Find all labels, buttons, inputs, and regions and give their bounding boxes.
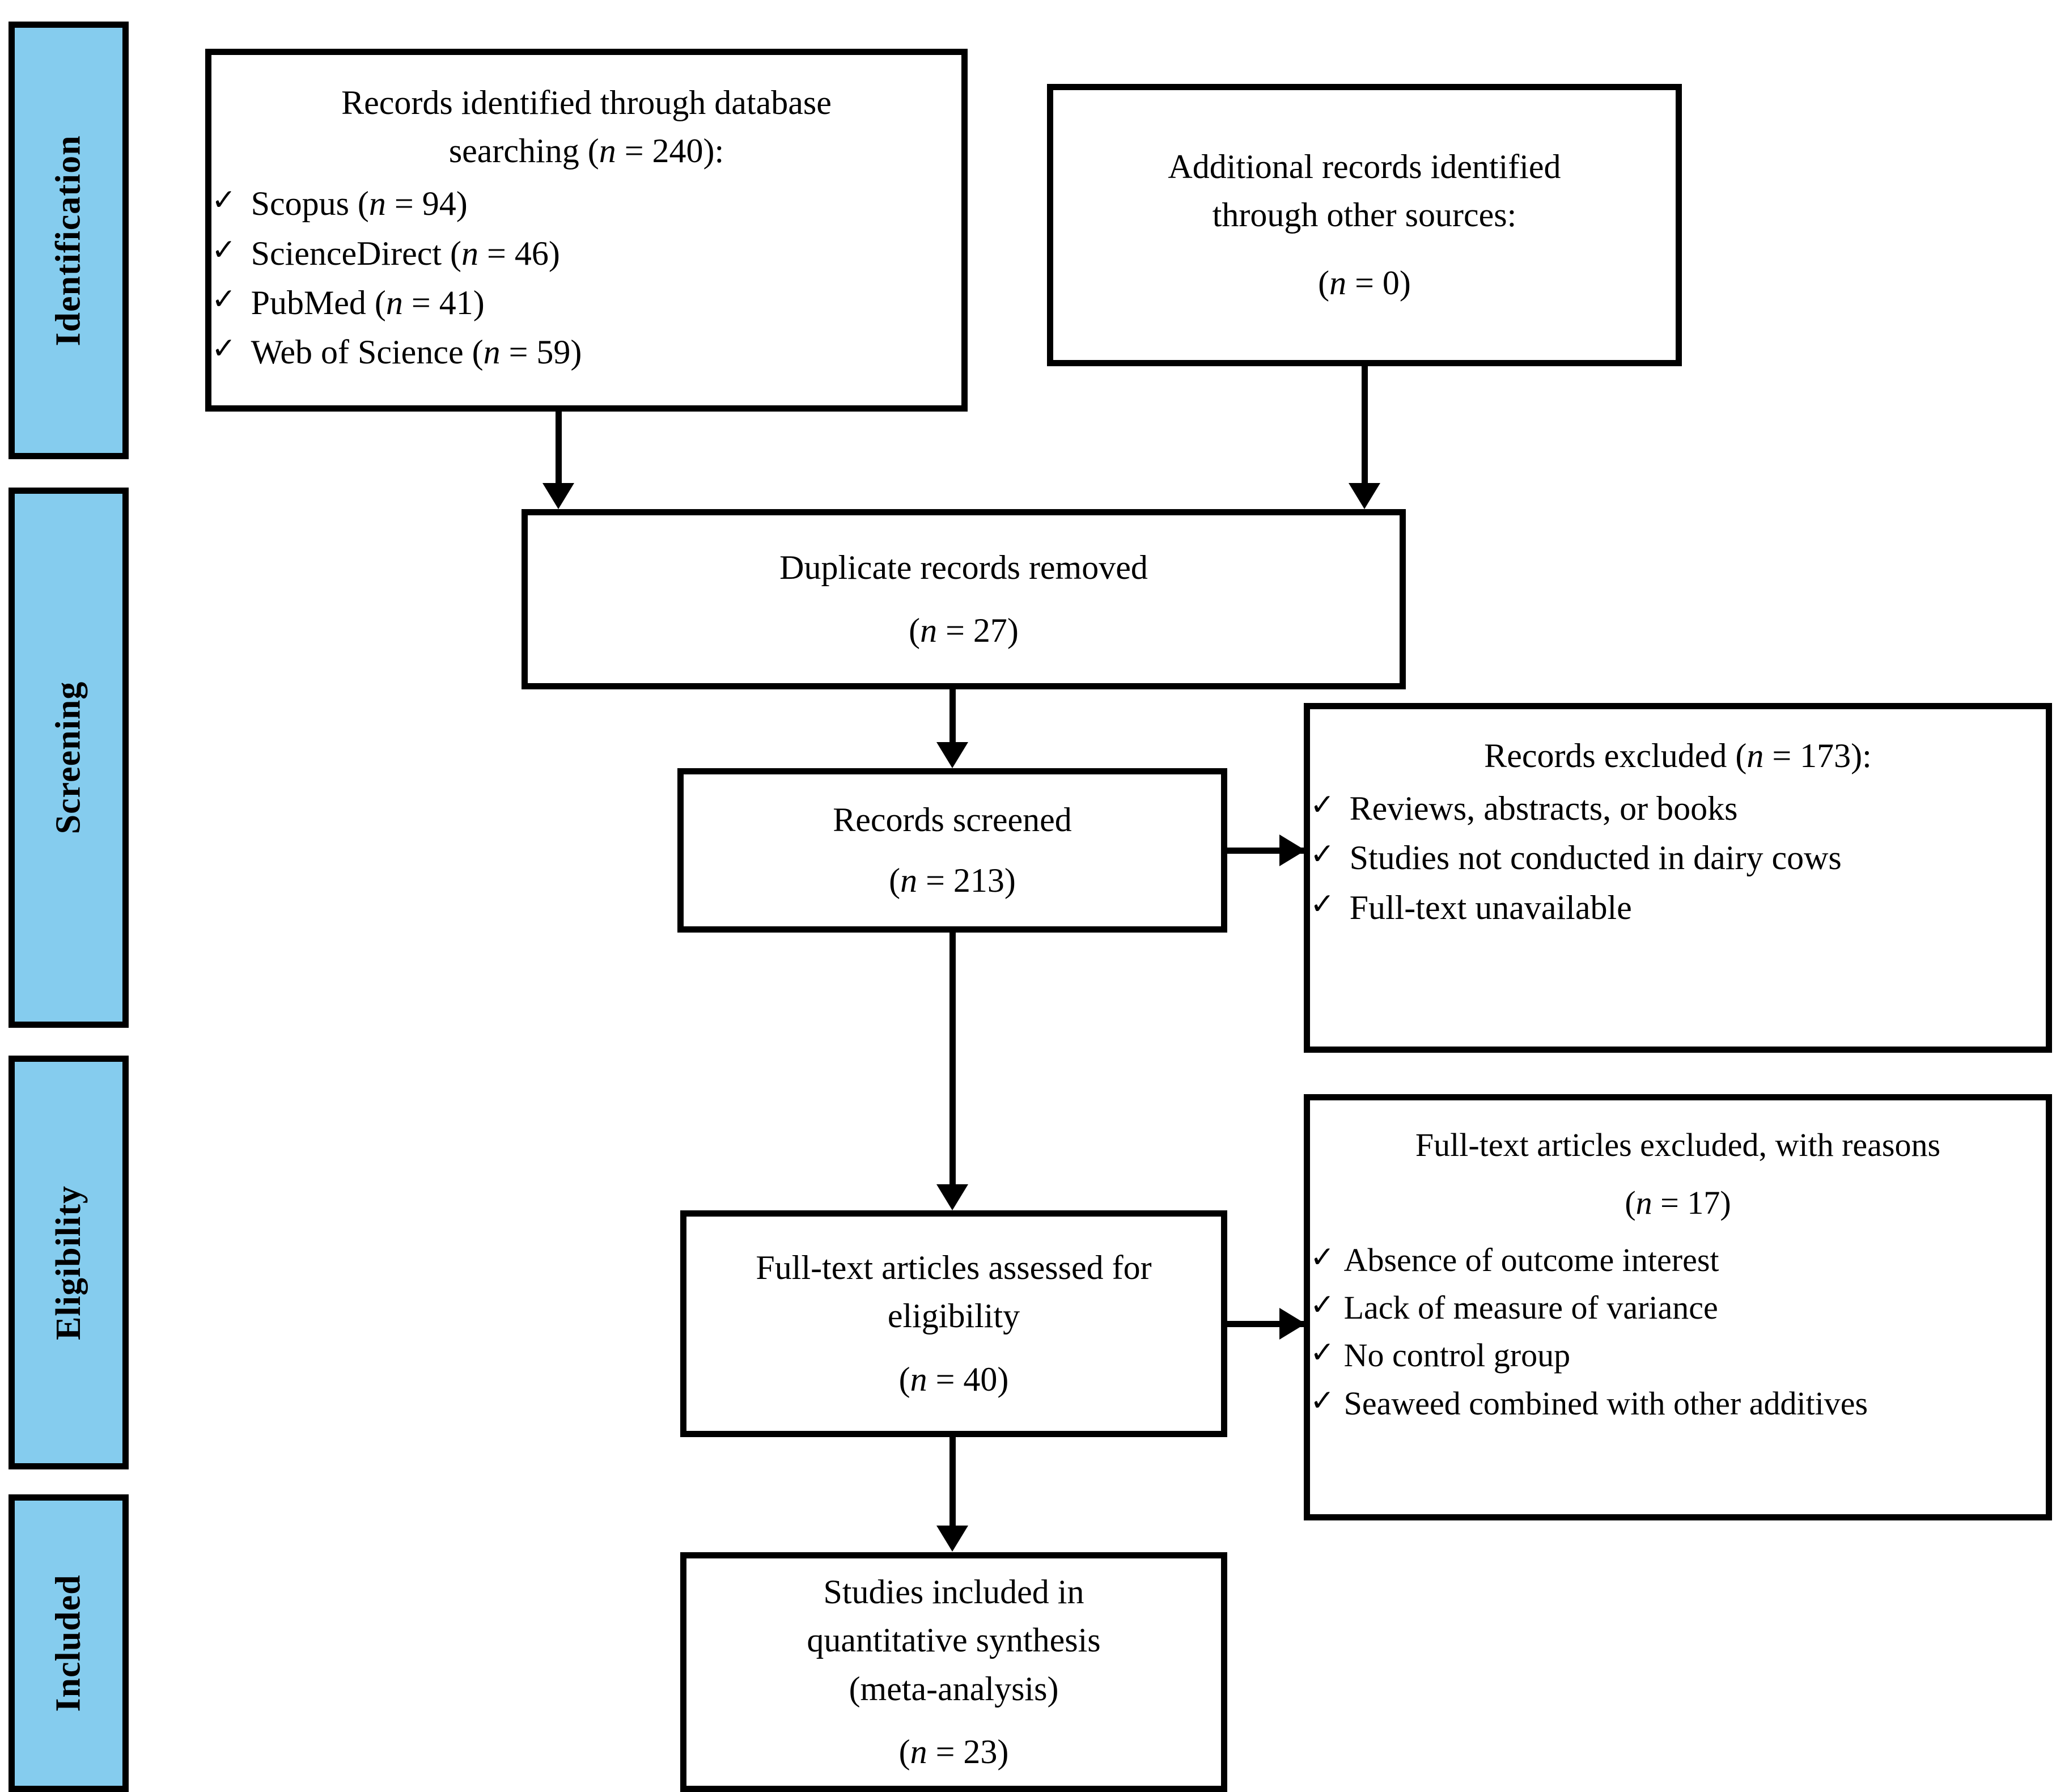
list-item: ✓ Seaweed combined with other additives	[1310, 1380, 2046, 1427]
fulltext-excluded-count: (n = 17)	[1625, 1184, 1731, 1222]
list-item: ✓ PubMed (n = 41)	[211, 279, 961, 327]
connector-screened-to-fulltext-line	[949, 933, 956, 1185]
studies-included-line2: quantitative synthesis	[807, 1621, 1101, 1659]
phase-eligibility: Eligibility	[9, 1056, 129, 1469]
fulltext-excluded-line1: Full-text articles excluded, with reason…	[1415, 1126, 1941, 1163]
list-item: ✓ Full-text unavailable	[1310, 884, 2046, 932]
studies-included-line1: Studies included in	[823, 1573, 1084, 1611]
connector-screened-to-excluded-line	[1227, 848, 1307, 854]
records-screened-count: (n = 213)	[889, 862, 1016, 899]
node-records-excluded: Records excluded (n = 173): ✓ Reviews, a…	[1304, 703, 2052, 1053]
list-item: ✓ Web of Science (n = 59)	[211, 328, 961, 376]
phase-included: Included	[9, 1494, 129, 1792]
fulltext-assessed-line2: eligibility	[887, 1297, 1020, 1335]
check-icon: ✓	[211, 331, 236, 366]
records-excluded-line1: Records excluded (n = 173):	[1484, 737, 1872, 774]
list-item: ✓ Scopus (n = 94)	[211, 180, 961, 228]
connector-db-to-duplicates-line	[556, 412, 562, 484]
phase-screening-label: Screening	[49, 681, 88, 834]
check-icon: ✓	[1310, 837, 1335, 872]
phase-identification-label: Identification	[49, 134, 88, 346]
check-icon: ✓	[211, 282, 236, 316]
connector-fulltext-to-included-line	[949, 1437, 956, 1527]
node-records-identified-database: Records identified through database sear…	[205, 49, 968, 412]
other-sources-line1: Additional records identified	[1168, 148, 1561, 186]
connector-fulltext-to-excluded-line	[1227, 1321, 1307, 1327]
duplicates-count: (n = 27)	[909, 612, 1019, 649]
records-screened-line1: Records screened	[833, 800, 1072, 838]
check-icon: ✓	[1310, 887, 1335, 921]
connector-screened-to-fulltext-arrow	[936, 1184, 968, 1210]
database-search-list: ✓ Scopus (n = 94) ✓ ScienceDirect (n = 4…	[211, 179, 961, 378]
check-icon: ✓	[1310, 1240, 1335, 1274]
list-item: ✓ Absence of outcome interest	[1310, 1237, 2046, 1283]
list-item: ✓ Reviews, abstracts, or books	[1310, 785, 2046, 833]
list-item: ✓ Studies not conducted in dairy cows	[1310, 834, 2046, 882]
connector-screened-to-excluded-arrow	[1279, 834, 1305, 866]
check-icon: ✓	[1310, 1288, 1335, 1323]
connector-fulltext-to-included-arrow	[936, 1526, 968, 1552]
connector-other-to-duplicates-line	[1362, 366, 1368, 484]
list-item: ✓ Lack of measure of variance	[1310, 1285, 2046, 1331]
duplicates-line1: Duplicate records removed	[779, 548, 1148, 586]
studies-included-line3: (meta-analysis)	[849, 1670, 1059, 1708]
connector-duplicates-to-screened-arrow	[936, 742, 968, 768]
connector-db-to-duplicates-arrow	[542, 483, 574, 509]
other-sources-count: (n = 0)	[1318, 264, 1411, 302]
other-sources-line2: through other sources:	[1212, 196, 1517, 234]
phase-identification: Identification	[9, 22, 129, 459]
node-duplicate-records-removed: Duplicate records removed (n = 27)	[522, 509, 1406, 689]
check-icon: ✓	[1310, 1383, 1335, 1418]
connector-other-to-duplicates-arrow	[1349, 483, 1380, 509]
connector-fulltext-to-excluded-arrow	[1279, 1308, 1305, 1340]
phase-included-label: Included	[49, 1574, 88, 1712]
check-icon: ✓	[1310, 1336, 1335, 1370]
check-icon: ✓	[211, 183, 236, 218]
database-search-line2: searching (n = 240):	[448, 132, 724, 170]
node-records-screened: Records screened (n = 213)	[677, 768, 1227, 933]
fulltext-assessed-line1: Full-text articles assessed for	[756, 1249, 1152, 1287]
node-additional-records-other-sources: Additional records identified through ot…	[1047, 84, 1682, 366]
fulltext-assessed-count: (n = 40)	[898, 1360, 1009, 1398]
connector-duplicates-to-screened-line	[949, 689, 956, 743]
database-search-line1: Records identified through database	[341, 84, 832, 121]
studies-included-count: (n = 23)	[898, 1732, 1009, 1770]
node-fulltext-articles-excluded: Full-text articles excluded, with reason…	[1304, 1094, 2052, 1520]
fulltext-excluded-list: ✓ Absence of outcome interest ✓ Lack of …	[1310, 1236, 2046, 1428]
phase-eligibility-label: Eligibility	[49, 1185, 88, 1340]
list-item: ✓ ScienceDirect (n = 46)	[211, 230, 961, 278]
list-item: ✓ No control group	[1310, 1332, 2046, 1379]
check-icon: ✓	[1310, 788, 1335, 823]
phase-screening: Screening	[9, 488, 129, 1028]
check-icon: ✓	[211, 232, 236, 267]
node-fulltext-articles-assessed: Full-text articles assessed for eligibil…	[680, 1210, 1227, 1437]
records-excluded-list: ✓ Reviews, abstracts, or books ✓ Studies…	[1310, 783, 2046, 933]
node-studies-included: Studies included in quantitative synthes…	[680, 1552, 1227, 1792]
